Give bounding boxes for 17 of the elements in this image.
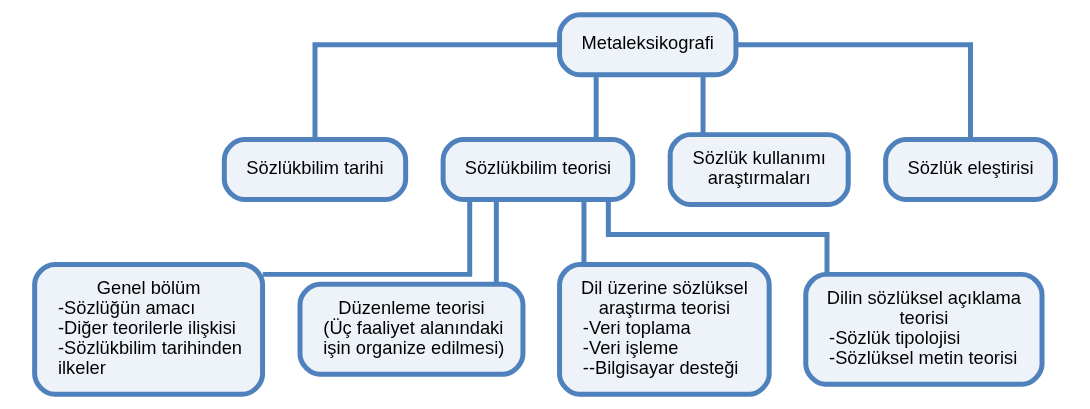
connector — [493, 199, 499, 285]
connector — [581, 199, 587, 265]
connector — [593, 75, 599, 140]
node-box: Düzenleme teorisi (Üç faaliyet alanındaki işin organize edilmesi) — [297, 281, 526, 377]
connector — [735, 42, 973, 140]
node-box: Dilin sözlüksel açıklama teorisi -Sözlük tipolojisi -Sözlüksel metin teorisi — [803, 271, 1045, 387]
node-box: Metaleksikografi — [557, 12, 739, 78]
node-box: Sözlükbilim teorisi — [440, 137, 636, 202]
connector — [312, 42, 560, 140]
node-box: Genel bölüm -Sözlüğün amacı -Diğer teorilerle ilişkisi -Sözlükbilim tarihinden ilkeler — [32, 261, 266, 397]
node-box: Sözlükbilim tarihi — [221, 137, 409, 202]
connector — [605, 199, 830, 275]
node-box: Sözlük eleştirisi — [883, 137, 1058, 202]
connector — [262, 199, 473, 277]
node-box: Dil üzerine sözlüksel araştırma teorisi -Veri toplama -Veri işleme --Bilgisayar desteği — [557, 261, 772, 397]
node-box: Sözlük kullanımı araştırmaları — [667, 132, 851, 207]
connector — [700, 75, 706, 135]
